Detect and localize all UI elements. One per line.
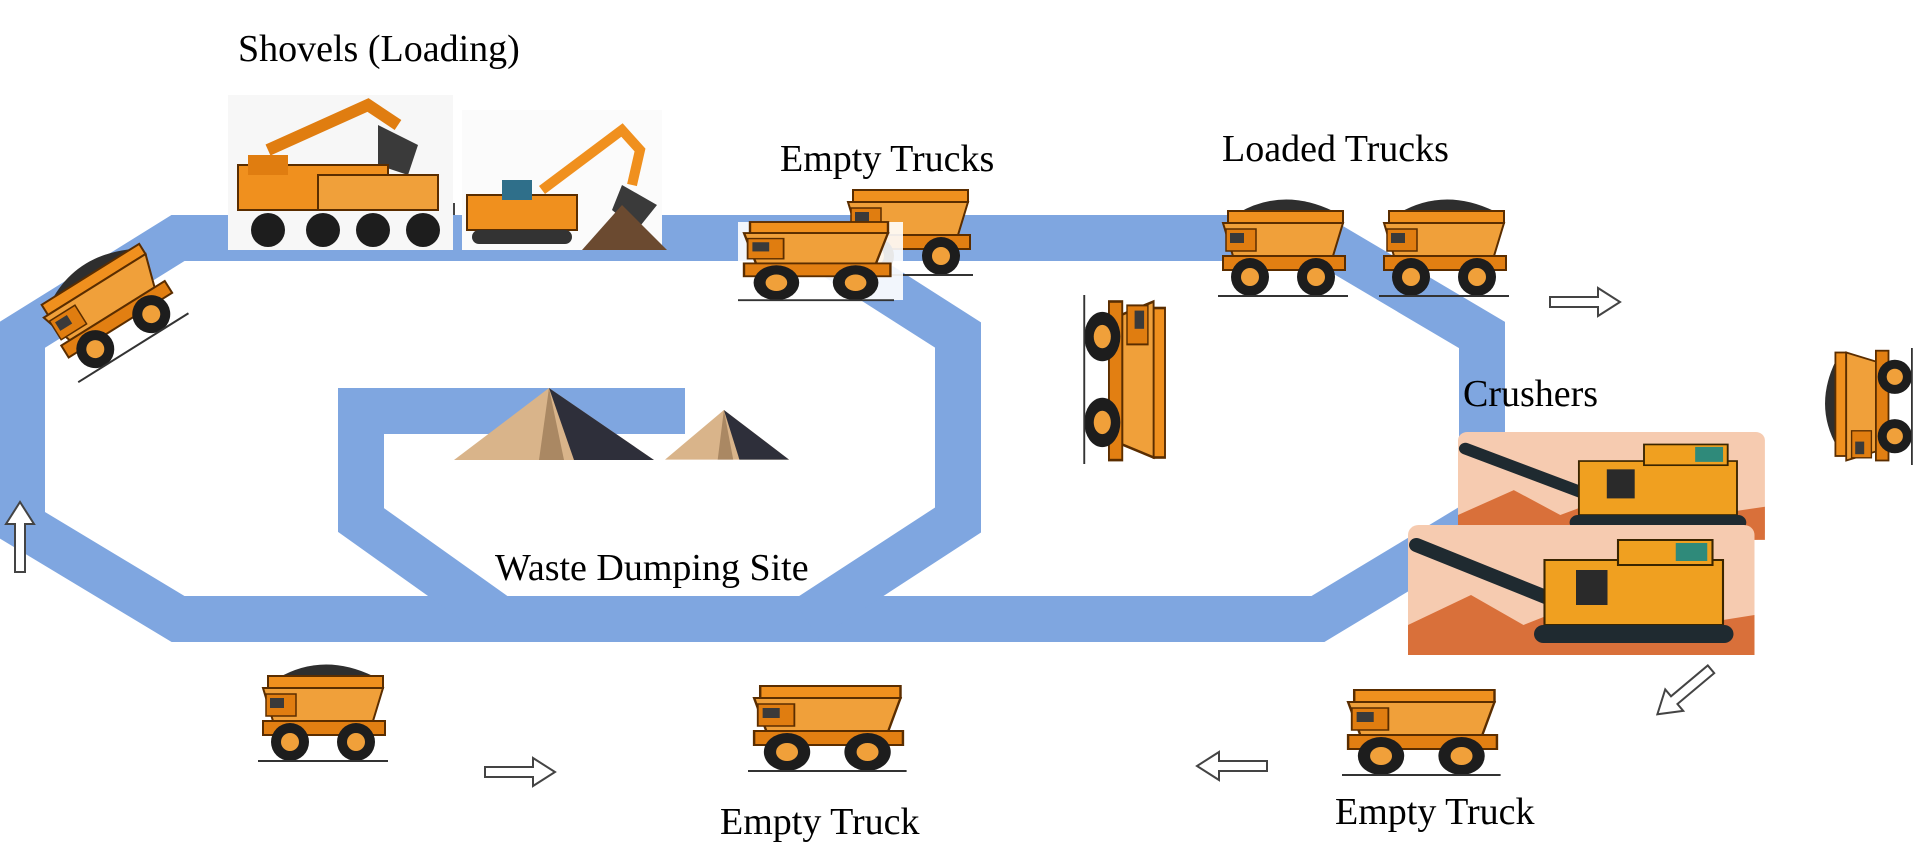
empty-trucks-label: Empty Trucks: [780, 138, 995, 180]
haul-truck-icon: [736, 220, 903, 302]
outer-haul-road: [0, 215, 1505, 642]
excavator-icon: [462, 110, 667, 250]
direction-arrow-icon: [1196, 751, 1268, 781]
haul-truck-icon: [746, 684, 908, 773]
crusher-icon: [1458, 432, 1765, 540]
haul-truck-icon: [1340, 688, 1502, 777]
loaded-haul-truck-icon: [1825, 348, 1912, 465]
haul-truck-icon: [1082, 293, 1167, 466]
direction-arrow-icon: [1647, 657, 1721, 726]
shovels-label: Shovels (Loading): [238, 28, 520, 70]
empty-truck-label-right: Empty Truck: [1335, 791, 1535, 833]
loaded-haul-truck-icon: [258, 664, 388, 761]
direction-arrow-icon: [484, 757, 556, 787]
crusher-icon: [1408, 525, 1755, 655]
empty-truck-label-center: Empty Truck: [720, 801, 920, 843]
waste-dumping-site-label: Waste Dumping Site: [495, 547, 809, 589]
loaded-trucks-label: Loaded Trucks: [1222, 128, 1449, 170]
loaded-haul-truck-icon: [1218, 199, 1348, 296]
loaded-haul-truck-icon: [1379, 199, 1509, 296]
direction-arrow-icon: [1549, 287, 1621, 317]
crushers-label: Crushers: [1463, 373, 1599, 415]
shovel-icon: [228, 95, 453, 250]
